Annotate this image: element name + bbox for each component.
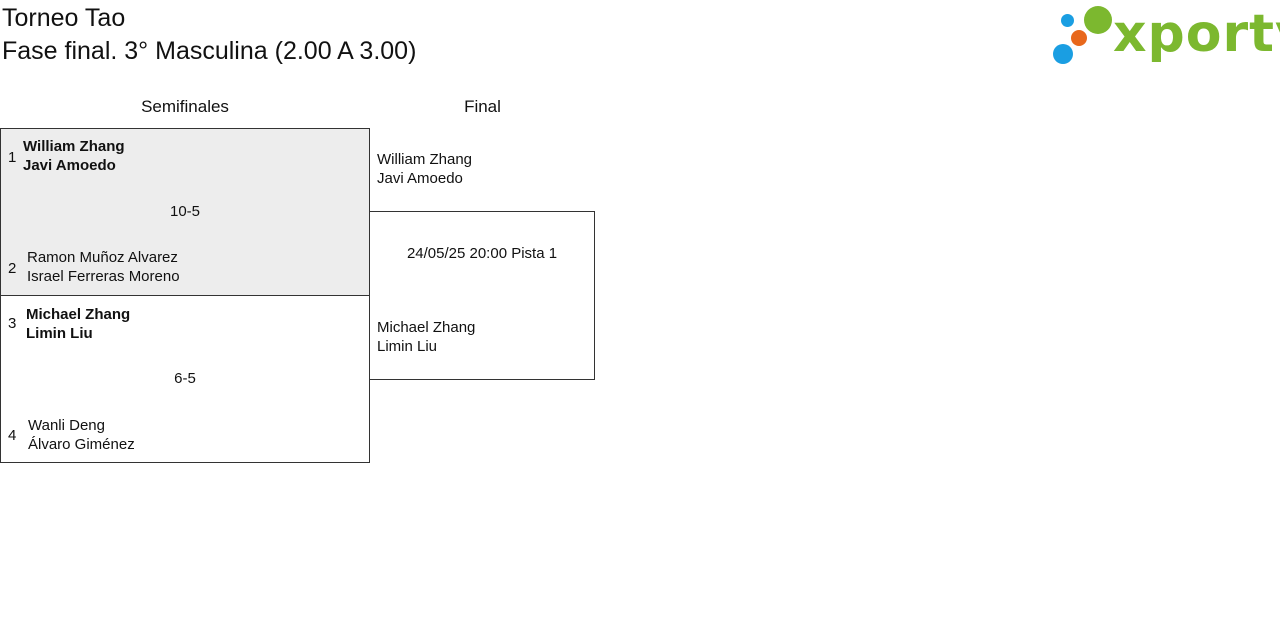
team-winner: Michael Zhang Limin Liu — [26, 305, 130, 343]
phase-title: Fase final. 3° Masculina (2.00 A 3.00) — [2, 37, 417, 65]
player-name: Wanli Deng — [28, 417, 105, 434]
seed-number: 2 — [8, 260, 17, 277]
player-name: Limin Liu — [377, 338, 438, 355]
player-name: William Zhang — [23, 138, 125, 155]
team: Wanli Deng Álvaro Giménez — [28, 416, 135, 454]
player-name: Álvaro Giménez — [28, 436, 135, 453]
logo-text: xporty — [1113, 4, 1280, 64]
tournament-title: Torneo Tao — [2, 4, 126, 32]
team: Ramon Muñoz Alvarez Israel Ferreras More… — [27, 248, 180, 286]
logo-dot-green — [1084, 6, 1112, 34]
player-name: Michael Zhang — [26, 306, 131, 323]
semifinals-header: Semifinales — [141, 97, 229, 116]
player-name: William Zhang — [377, 151, 473, 168]
logo-dot-orange — [1071, 30, 1087, 46]
player-name: Michael Zhang — [377, 319, 476, 336]
final-match[interactable]: 24/05/25 20:00 Pista 1 — [369, 211, 595, 380]
final-team-bottom: Michael Zhang Limin Liu — [377, 318, 475, 356]
player-name: Javi Amoedo — [23, 157, 116, 174]
final-header: Final — [464, 97, 501, 116]
logo-dot-blue-large — [1053, 44, 1073, 64]
seed-number: 1 — [8, 149, 17, 166]
match-score: 10-5 — [169, 203, 201, 220]
team-winner: William Zhang Javi Amoedo — [23, 137, 125, 175]
player-name: Israel Ferreras Moreno — [27, 268, 180, 285]
match-score: 6-5 — [174, 370, 196, 387]
seed-number: 3 — [8, 315, 17, 332]
player-name: Javi Amoedo — [377, 170, 463, 187]
final-team-top: William Zhang Javi Amoedo — [377, 150, 472, 188]
logo-dot-blue-small — [1061, 14, 1074, 27]
player-name: Limin Liu — [26, 325, 93, 342]
semifinal-match-2[interactable]: 3 Michael Zhang Limin Liu 6-5 4 Wanli De… — [0, 295, 370, 463]
semifinal-match-1[interactable]: 1 William Zhang Javi Amoedo 10-5 2 Ramon… — [0, 128, 370, 296]
xporty-logo[interactable]: xporty — [1050, 4, 1280, 68]
player-name: Ramon Muñoz Alvarez — [27, 249, 178, 266]
seed-number: 4 — [8, 427, 17, 444]
final-schedule: 24/05/25 20:00 Pista 1 — [406, 245, 558, 262]
